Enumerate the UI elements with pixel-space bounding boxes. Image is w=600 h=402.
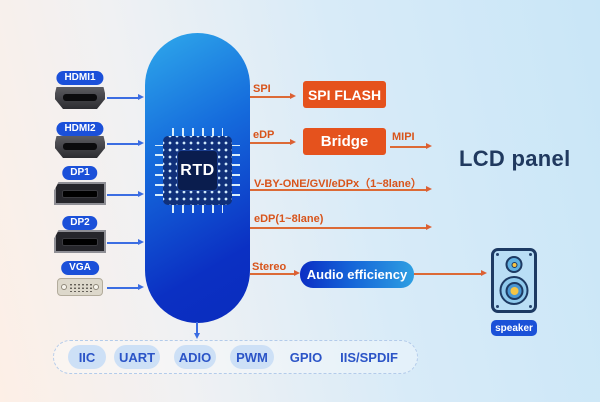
- edp-lanes-bus-label: eDP(1~8lane): [254, 213, 324, 225]
- soc-name: RTD: [178, 151, 217, 190]
- hdmi-slot: [63, 143, 97, 150]
- edp-lanes-arrowhead-icon: [426, 224, 432, 230]
- stereo-arrowhead-icon: [294, 270, 300, 276]
- audio-out-line: [414, 273, 482, 275]
- vga-connector-icon: [57, 278, 103, 296]
- tweeter-core: [511, 261, 517, 268]
- speaker-woofer-icon: [499, 276, 529, 305]
- mipi-arrowhead-icon: [426, 143, 432, 149]
- vga-arrow-line: [107, 287, 139, 289]
- hdmi2-badge: HDMI2: [56, 122, 104, 136]
- io-pill-uart: UART: [114, 345, 160, 369]
- dp1-badge: DP1: [62, 166, 98, 180]
- speaker-tweeter-icon: [505, 256, 523, 273]
- spi-bus-label: SPI: [253, 83, 271, 95]
- dp2-badge: DP2: [62, 216, 98, 230]
- woofer-core: [510, 286, 518, 295]
- speaker-icon: [491, 248, 537, 313]
- bridge-block: Bridge: [299, 124, 390, 159]
- soc-chip-icon: RTD: [155, 128, 240, 213]
- hdmi1-arrowhead-icon: [138, 94, 144, 100]
- vga-arrowhead-icon: [138, 284, 144, 290]
- vbyone-arrowhead-icon: [426, 186, 432, 192]
- chip-pins-icon: [232, 145, 240, 196]
- io-pill-gpio: GPIO: [289, 349, 323, 365]
- spi-flash-block: SPI FLASH: [299, 77, 390, 112]
- speaker-screw-icon: [496, 253, 499, 256]
- dp2-connector-icon: [54, 230, 106, 253]
- hdmi1-arrow-line: [107, 97, 139, 99]
- speaker-screw-icon: [529, 305, 532, 308]
- spi-line: [250, 96, 291, 98]
- speaker-label-badge: speaker: [491, 320, 537, 336]
- dp-slot: [62, 190, 98, 198]
- dp-slot: [62, 238, 98, 246]
- woofer-mid: [505, 281, 523, 300]
- chip-pins-icon: [155, 145, 163, 196]
- lcd-panel-label: LCD panel: [459, 146, 571, 171]
- vga-pins-icon: [68, 282, 92, 292]
- stereo-bus-label: Stereo: [252, 261, 287, 273]
- io-arrowhead-icon: [194, 333, 200, 339]
- dp1-arrowhead-icon: [138, 191, 144, 197]
- edp-bus-label: eDP: [253, 129, 275, 141]
- spi-arrowhead-icon: [290, 93, 296, 99]
- audio-efficiency-block: Audio efficiency: [300, 261, 414, 288]
- speaker-screw-icon: [496, 305, 499, 308]
- vbyone-line: [250, 189, 427, 191]
- chip-pins-icon: [172, 128, 223, 136]
- dp1-arrow-line: [107, 194, 139, 196]
- vbyone-bus-label: V-BY-ONE/GVI/eDPx（1~8lane）: [254, 178, 422, 190]
- mipi-bus-label: MIPI: [392, 131, 415, 143]
- io-pill-adio: ADIO: [174, 345, 216, 369]
- dp2-arrowhead-icon: [138, 239, 144, 245]
- dp2-arrow-line: [107, 242, 139, 244]
- hdmi1-badge: HDMI1: [56, 71, 104, 85]
- edp-line: [250, 142, 291, 144]
- edp-arrowhead-icon: [290, 139, 296, 145]
- vga-screw-icon: [61, 284, 67, 290]
- chip-pins-icon: [172, 205, 223, 213]
- io-pill-pwm: PWM: [230, 345, 274, 369]
- hdmi-slot: [63, 94, 97, 101]
- hdmi1-connector-icon: [55, 87, 105, 109]
- dp1-connector-icon: [54, 182, 106, 205]
- hdmi2-arrow-line: [107, 143, 139, 145]
- audio-out-arrowhead-icon: [481, 270, 487, 276]
- vga-screw-icon: [93, 284, 99, 290]
- stereo-line: [250, 273, 295, 275]
- io-pill-iis-spdif: IIS/SPDIF: [340, 349, 398, 365]
- speaker-screw-icon: [529, 253, 532, 256]
- hdmi2-connector-icon: [55, 136, 105, 158]
- vga-badge: VGA: [61, 261, 99, 275]
- io-arrow-line: [196, 322, 198, 334]
- io-pill-iic: IIC: [68, 345, 106, 369]
- edp-lanes-line: [250, 227, 427, 229]
- hdmi2-arrowhead-icon: [138, 140, 144, 146]
- mipi-line: [390, 146, 427, 148]
